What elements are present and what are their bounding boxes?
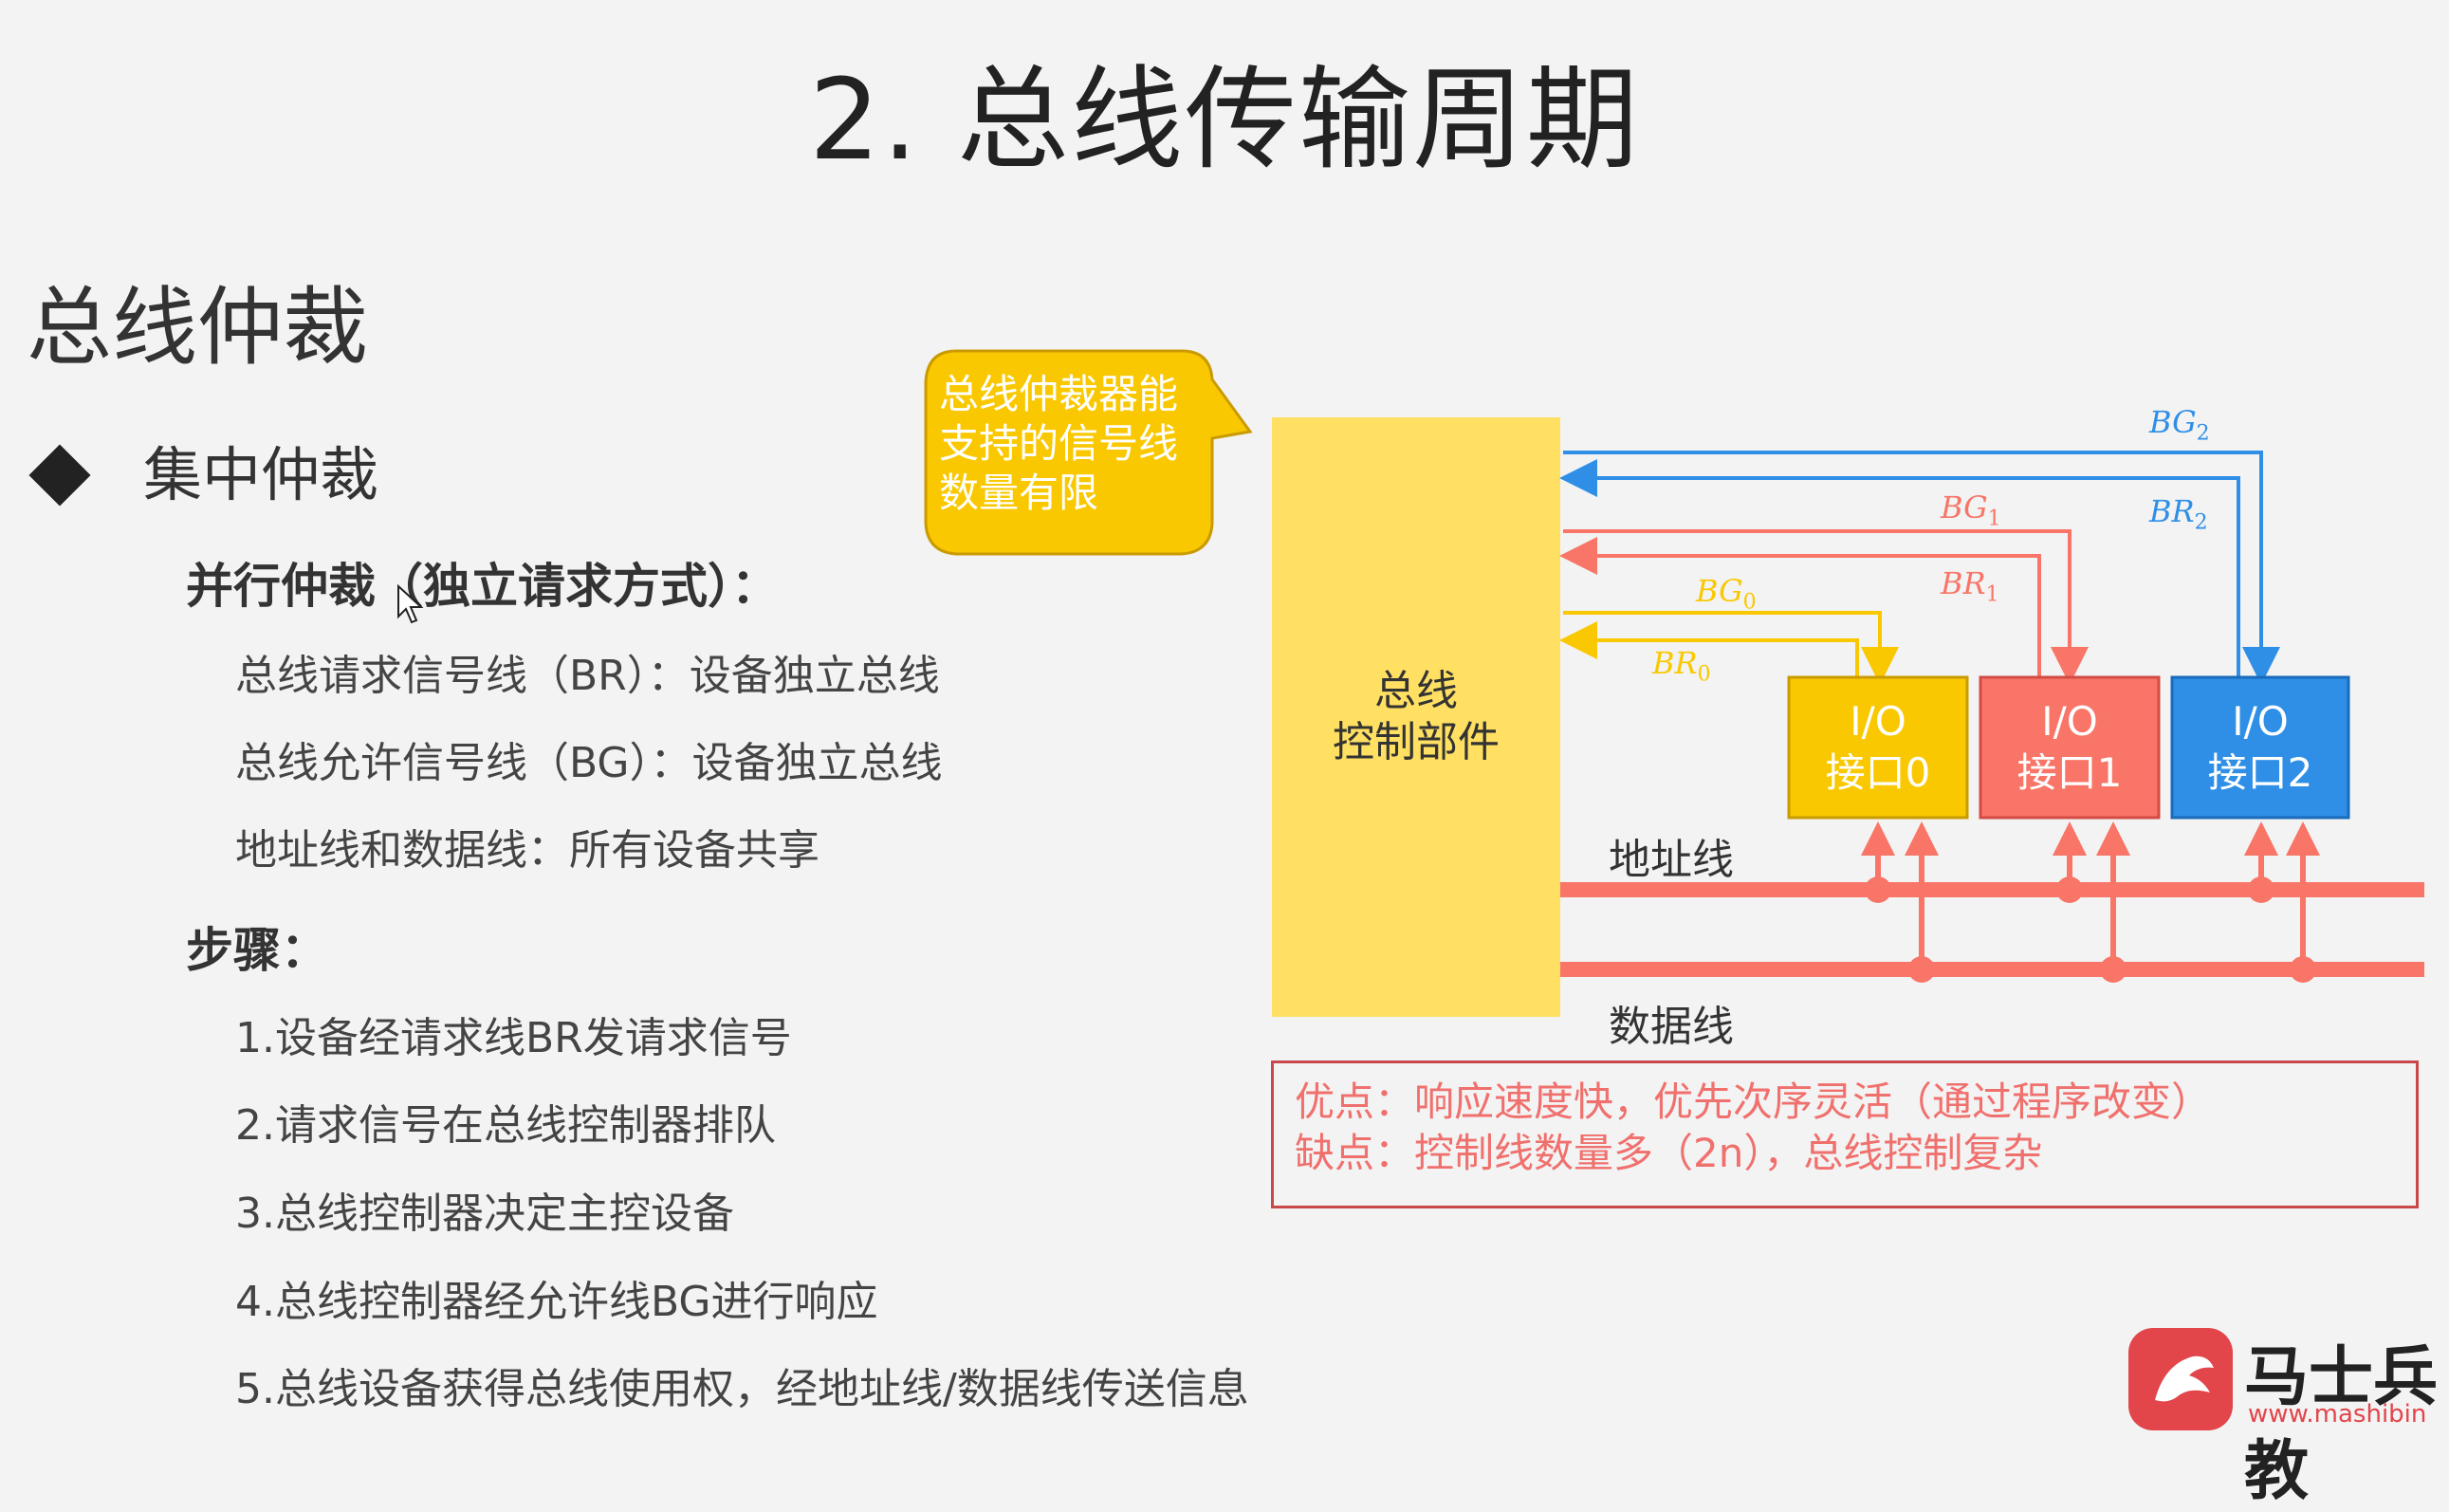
br1-label: BR1 xyxy=(1941,565,1999,607)
callout-line: 支持的信号线 xyxy=(939,420,1179,467)
mashibing-logo-icon xyxy=(2128,1328,2233,1430)
bullet-label: 集中仲裁 xyxy=(143,440,379,509)
steps-heading: 步骤： xyxy=(186,923,328,978)
io-label-1: I/O 接口1 xyxy=(1980,696,2159,799)
br1-wire xyxy=(1559,537,2041,677)
data-bus-label: 数据线 xyxy=(1609,1003,1734,1051)
parallel-line: 总线允许信号线（BG）：设备独立总线 xyxy=(235,739,943,787)
io-line: 接口1 xyxy=(2016,749,2123,796)
arbitration-diagram xyxy=(924,349,2424,1017)
con-text: 缺点：控制线数量多（2n），总线控制复杂 xyxy=(1295,1130,2043,1176)
io-line: I/O xyxy=(1850,698,1906,745)
callout-bubble xyxy=(924,349,1253,556)
address-bus-label: 地址线 xyxy=(1609,836,1734,884)
io-box-1 xyxy=(1979,675,2161,820)
parallel-line: 总线请求信号线（BR）：设备独立总线 xyxy=(235,652,940,700)
step-item: 5.总线设备获得总线使用权，经地址线/数据线传送信息 xyxy=(235,1365,1249,1413)
io-line: I/O xyxy=(2041,698,2098,745)
parallel-heading: 并行仲裁（独立请求方式）： xyxy=(186,559,779,614)
callout-line: 数量有限 xyxy=(939,470,1099,516)
bg1-wire xyxy=(1563,529,2089,685)
br0-label: BR0 xyxy=(1652,645,1711,687)
controller-line: 控制部件 xyxy=(1333,718,1500,766)
bus-junctions xyxy=(1865,876,2316,983)
bg2-label: BG2 xyxy=(2149,404,2210,446)
logo-url: www.mashibin xyxy=(2248,1400,2427,1429)
br2-wire xyxy=(1559,459,2240,677)
step-item: 3.总线控制器决定主控设备 xyxy=(235,1189,734,1238)
bg0-label: BG0 xyxy=(1696,573,1757,615)
parallel-line: 地址线和数据线：所有设备共享 xyxy=(235,826,819,875)
bg0-wire xyxy=(1563,611,1899,685)
step-item: 4.总线控制器经允许线BG进行响应 xyxy=(235,1278,878,1326)
bus-taps xyxy=(1861,821,2320,969)
pros-cons-box: 优点：响应速度快，优先次序灵活（通过程序改变） 缺点：控制线数量多（2n），总线… xyxy=(1271,1060,2419,1208)
io-label-0: I/O 接口0 xyxy=(1789,696,1967,799)
br0-wire xyxy=(1559,621,1859,677)
bullet-item: 集中仲裁 xyxy=(28,427,379,512)
mouse-cursor-icon xyxy=(397,584,424,624)
io-box-2 xyxy=(2170,675,2350,820)
io-label-2: I/O 接口2 xyxy=(2172,696,2348,799)
callout-line: 总线仲裁器能 xyxy=(939,371,1179,417)
section-title: 总线仲裁 xyxy=(27,278,368,378)
callout-text: 总线仲裁器能 支持的信号线 数量有限 xyxy=(939,370,1178,518)
br2-label: BR2 xyxy=(2149,493,2208,535)
step-item: 2.请求信号在总线控制器排队 xyxy=(235,1101,776,1150)
bg1-label: BG1 xyxy=(1941,489,2001,531)
controller-label: 总线 控制部件 xyxy=(1272,666,1560,768)
io-line: 接口0 xyxy=(1825,749,1931,796)
bus-controller-block xyxy=(1272,417,1560,1017)
io-line: I/O xyxy=(2232,698,2289,745)
io-box-0 xyxy=(1787,675,1969,820)
io-line: 接口2 xyxy=(2207,749,2313,796)
page-title: 2. 总线传输周期 xyxy=(808,54,1641,185)
step-item: 1.设备经请求线BR发请求信号 xyxy=(235,1014,792,1062)
controller-line: 总线 xyxy=(1374,667,1458,715)
pro-text: 优点：响应速度快，优先次序灵活（通过程序改变） xyxy=(1295,1079,2212,1125)
bg2-wire xyxy=(1563,451,2280,685)
